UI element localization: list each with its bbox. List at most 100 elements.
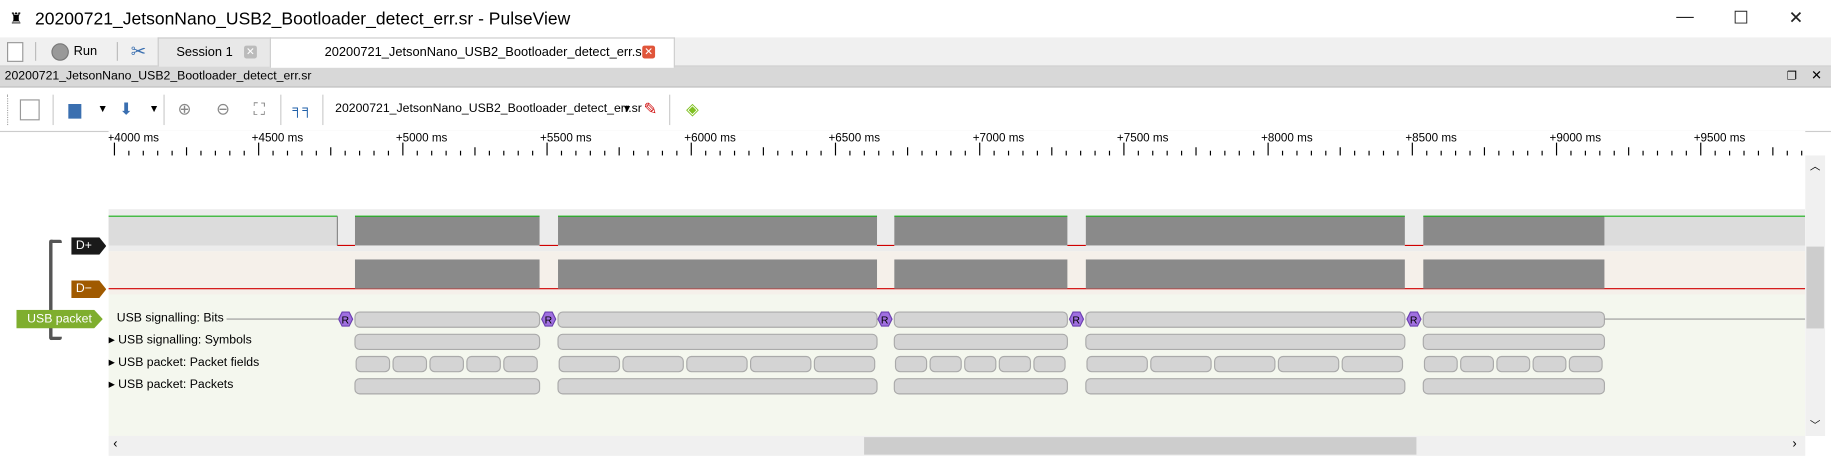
close-doc-icon[interactable]: ✕	[1811, 68, 1822, 83]
decoder-label[interactable]: USB packet	[16, 309, 103, 329]
open-dropdown-icon[interactable]: ▼	[97, 102, 108, 115]
annotation-segment	[1086, 355, 1148, 373]
document-title: 20200721_JetsonNano_USB2_Bootloader_dete…	[4, 68, 312, 83]
minimize-button[interactable]: —	[1676, 7, 1694, 27]
probe-config-icon[interactable]: ✎	[643, 99, 658, 119]
dplus-burst	[894, 216, 1068, 246]
horizontal-scrollbar[interactable]: ‹ ›	[108, 435, 1806, 456]
save-dropdown-icon[interactable]: ▼	[148, 102, 160, 115]
annotation-segment	[503, 355, 538, 373]
tab-session-1[interactable]: Session 1 ✕	[157, 37, 271, 67]
annotation-segment	[1085, 378, 1406, 395]
decoder-row-label: USB signalling: Bits	[116, 310, 227, 325]
tick-label: +9000 ms	[1550, 131, 1602, 144]
close-tab-icon[interactable]: ✕	[642, 45, 656, 59]
tick-label: +5000 ms	[396, 131, 448, 144]
annotation-segment	[557, 378, 878, 395]
annotation-segment	[1423, 355, 1458, 373]
annotation-segment	[466, 355, 501, 373]
scroll-down-icon[interactable]: ﹀	[1809, 419, 1821, 432]
dminus-burst	[354, 259, 540, 289]
zoom-in-icon[interactable]: ⊕	[177, 99, 192, 119]
decoder-add-icon[interactable]: ◈	[686, 99, 699, 119]
maximize-button[interactable]: ☐	[1733, 8, 1749, 29]
decoder-row-label[interactable]: ▸ USB signalling: Symbols	[108, 333, 252, 348]
dminus-burst	[1085, 259, 1405, 289]
row-text: USB packet: Packets	[118, 377, 234, 392]
reset-marker	[1406, 311, 1422, 327]
annotation-segment	[894, 355, 928, 373]
scroll-right-icon[interactable]: ›	[1792, 437, 1797, 452]
run-button[interactable]: Run	[73, 44, 98, 59]
vertical-scrollbar[interactable]: ︿ ﹀	[1805, 155, 1826, 436]
decoder-row-label[interactable]: ▸ USB packet: Packet fields	[108, 355, 260, 370]
annotation-segment	[354, 311, 541, 328]
annotation-segment	[686, 355, 748, 373]
reset-marker-label: R	[1410, 315, 1418, 327]
wrench-screwdriver-icon[interactable]: ✂	[130, 42, 147, 62]
annotation-segment	[354, 378, 541, 395]
decoder-row-label[interactable]: ▸ USB packet: Packets	[108, 377, 234, 392]
annotation-segment	[813, 355, 876, 373]
dplus-idle-high	[108, 216, 338, 246]
annotation-segment	[1422, 311, 1606, 328]
float-icon[interactable]: ❐	[1786, 70, 1798, 83]
annotation-segment	[929, 355, 962, 373]
dplus-burst	[1423, 216, 1605, 246]
open-icon[interactable]: ▆	[68, 99, 82, 119]
tick-label: +7000 ms	[973, 131, 1025, 144]
cursor-icon[interactable]: ╕╕	[292, 100, 313, 117]
tab-file[interactable]: 20200721_JetsonNano_USB2_Bootloader_dete…	[269, 37, 675, 68]
annotation-segment	[1422, 378, 1606, 395]
dplus-burst	[354, 216, 540, 246]
annotation-segment	[750, 355, 812, 373]
save-icon[interactable]: ⬇	[119, 99, 133, 119]
device-selector[interactable]: 20200721_JetsonNano_USB2_Bootloader_dete…	[335, 101, 642, 116]
tick-label: +8500 ms	[1405, 131, 1457, 144]
time-ruler[interactable]: +4000 ms+4500 ms+5000 ms+5500 ms+6000 ms…	[108, 130, 1806, 156]
annotation-segment	[964, 355, 997, 373]
horizontal-scroll-thumb[interactable]	[864, 437, 1417, 455]
new-session-icon[interactable]	[7, 42, 24, 62]
scroll-up-icon[interactable]: ︿	[1809, 160, 1821, 172]
reset-marker	[337, 311, 354, 327]
annotation-segment	[558, 355, 621, 373]
annotation-segment	[893, 378, 1068, 395]
reset-marker-label: R	[545, 315, 553, 327]
dminus-burst	[558, 259, 878, 289]
tab-label: 20200721_JetsonNano_USB2_Bootloader_dete…	[324, 45, 646, 60]
channel-label-dplus[interactable]: D+	[71, 237, 107, 255]
channel-label-dminus[interactable]: D−	[71, 280, 107, 299]
annotation-segment	[1033, 355, 1066, 373]
scroll-left-icon[interactable]: ‹	[113, 437, 118, 452]
annotation-segment	[1085, 311, 1406, 328]
zoom-fit-icon[interactable]: ⛶	[253, 99, 265, 119]
device-dropdown-icon[interactable]: ▼	[621, 102, 633, 115]
tick-label: +9500 ms	[1694, 131, 1746, 144]
tick-label: +7500 ms	[1117, 131, 1169, 144]
document-title-bar: 20200721_JetsonNano_USB2_Bootloader_dete…	[0, 66, 1831, 88]
annotation-segment	[1422, 333, 1606, 351]
new-view-icon[interactable]	[19, 99, 40, 121]
toolbar: ▆ ▼ ⬇ ▼ ⊕ ⊖ ⛶ ╕╕ 20200721_JetsonNano_USB…	[0, 87, 1831, 133]
annotation-segment	[1277, 355, 1340, 373]
reset-marker	[877, 311, 893, 327]
tick-label: +6000 ms	[684, 131, 736, 144]
annotation-segment	[1460, 355, 1494, 373]
app-icon: ♜	[9, 9, 23, 27]
dplus-idle-high	[1604, 216, 1806, 246]
zoom-out-icon[interactable]: ⊖	[216, 99, 230, 119]
close-tab-icon[interactable]: ✕	[244, 45, 257, 59]
reset-marker-label: R	[881, 315, 889, 327]
run-icon[interactable]	[51, 43, 69, 61]
annotation-segment	[557, 311, 878, 328]
channel-group-bracket	[49, 239, 62, 341]
vertical-scroll-thumb[interactable]	[1806, 246, 1824, 329]
row-text: USB packet: Packet fields	[118, 355, 260, 370]
annotation-segment	[1532, 355, 1567, 373]
dminus-burst	[894, 259, 1068, 289]
reset-marker-label: R	[342, 315, 350, 327]
close-button[interactable]: ✕	[1788, 8, 1804, 29]
annotation-segment	[622, 355, 684, 373]
